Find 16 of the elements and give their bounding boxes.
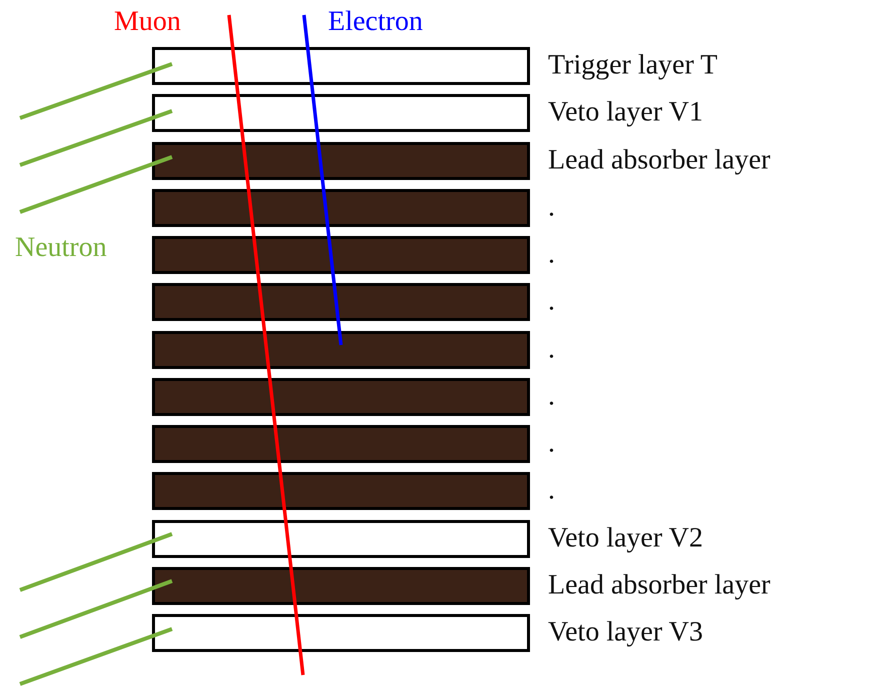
layer-label: Veto layer V2: [548, 524, 703, 552]
layer-label: Veto layer V1: [548, 98, 703, 127]
layer-label: .: [548, 429, 555, 458]
layer-label: Veto layer V3: [548, 618, 703, 646]
electron-label: Electron: [328, 8, 423, 36]
muon-label: Muon: [114, 8, 181, 36]
layer-label: Lead absorber layer: [548, 146, 770, 174]
layer-label: .: [548, 240, 555, 268]
layer-label: .: [548, 288, 555, 316]
layer-label: .: [548, 382, 555, 410]
layer-label: Trigger layer T: [548, 51, 718, 80]
layer-label: .: [548, 334, 555, 363]
neutron-label: Neutron: [15, 234, 107, 262]
layer-label: .: [548, 476, 555, 505]
layer-label: Lead absorber layer: [548, 571, 770, 600]
layer-label: .: [548, 193, 555, 222]
